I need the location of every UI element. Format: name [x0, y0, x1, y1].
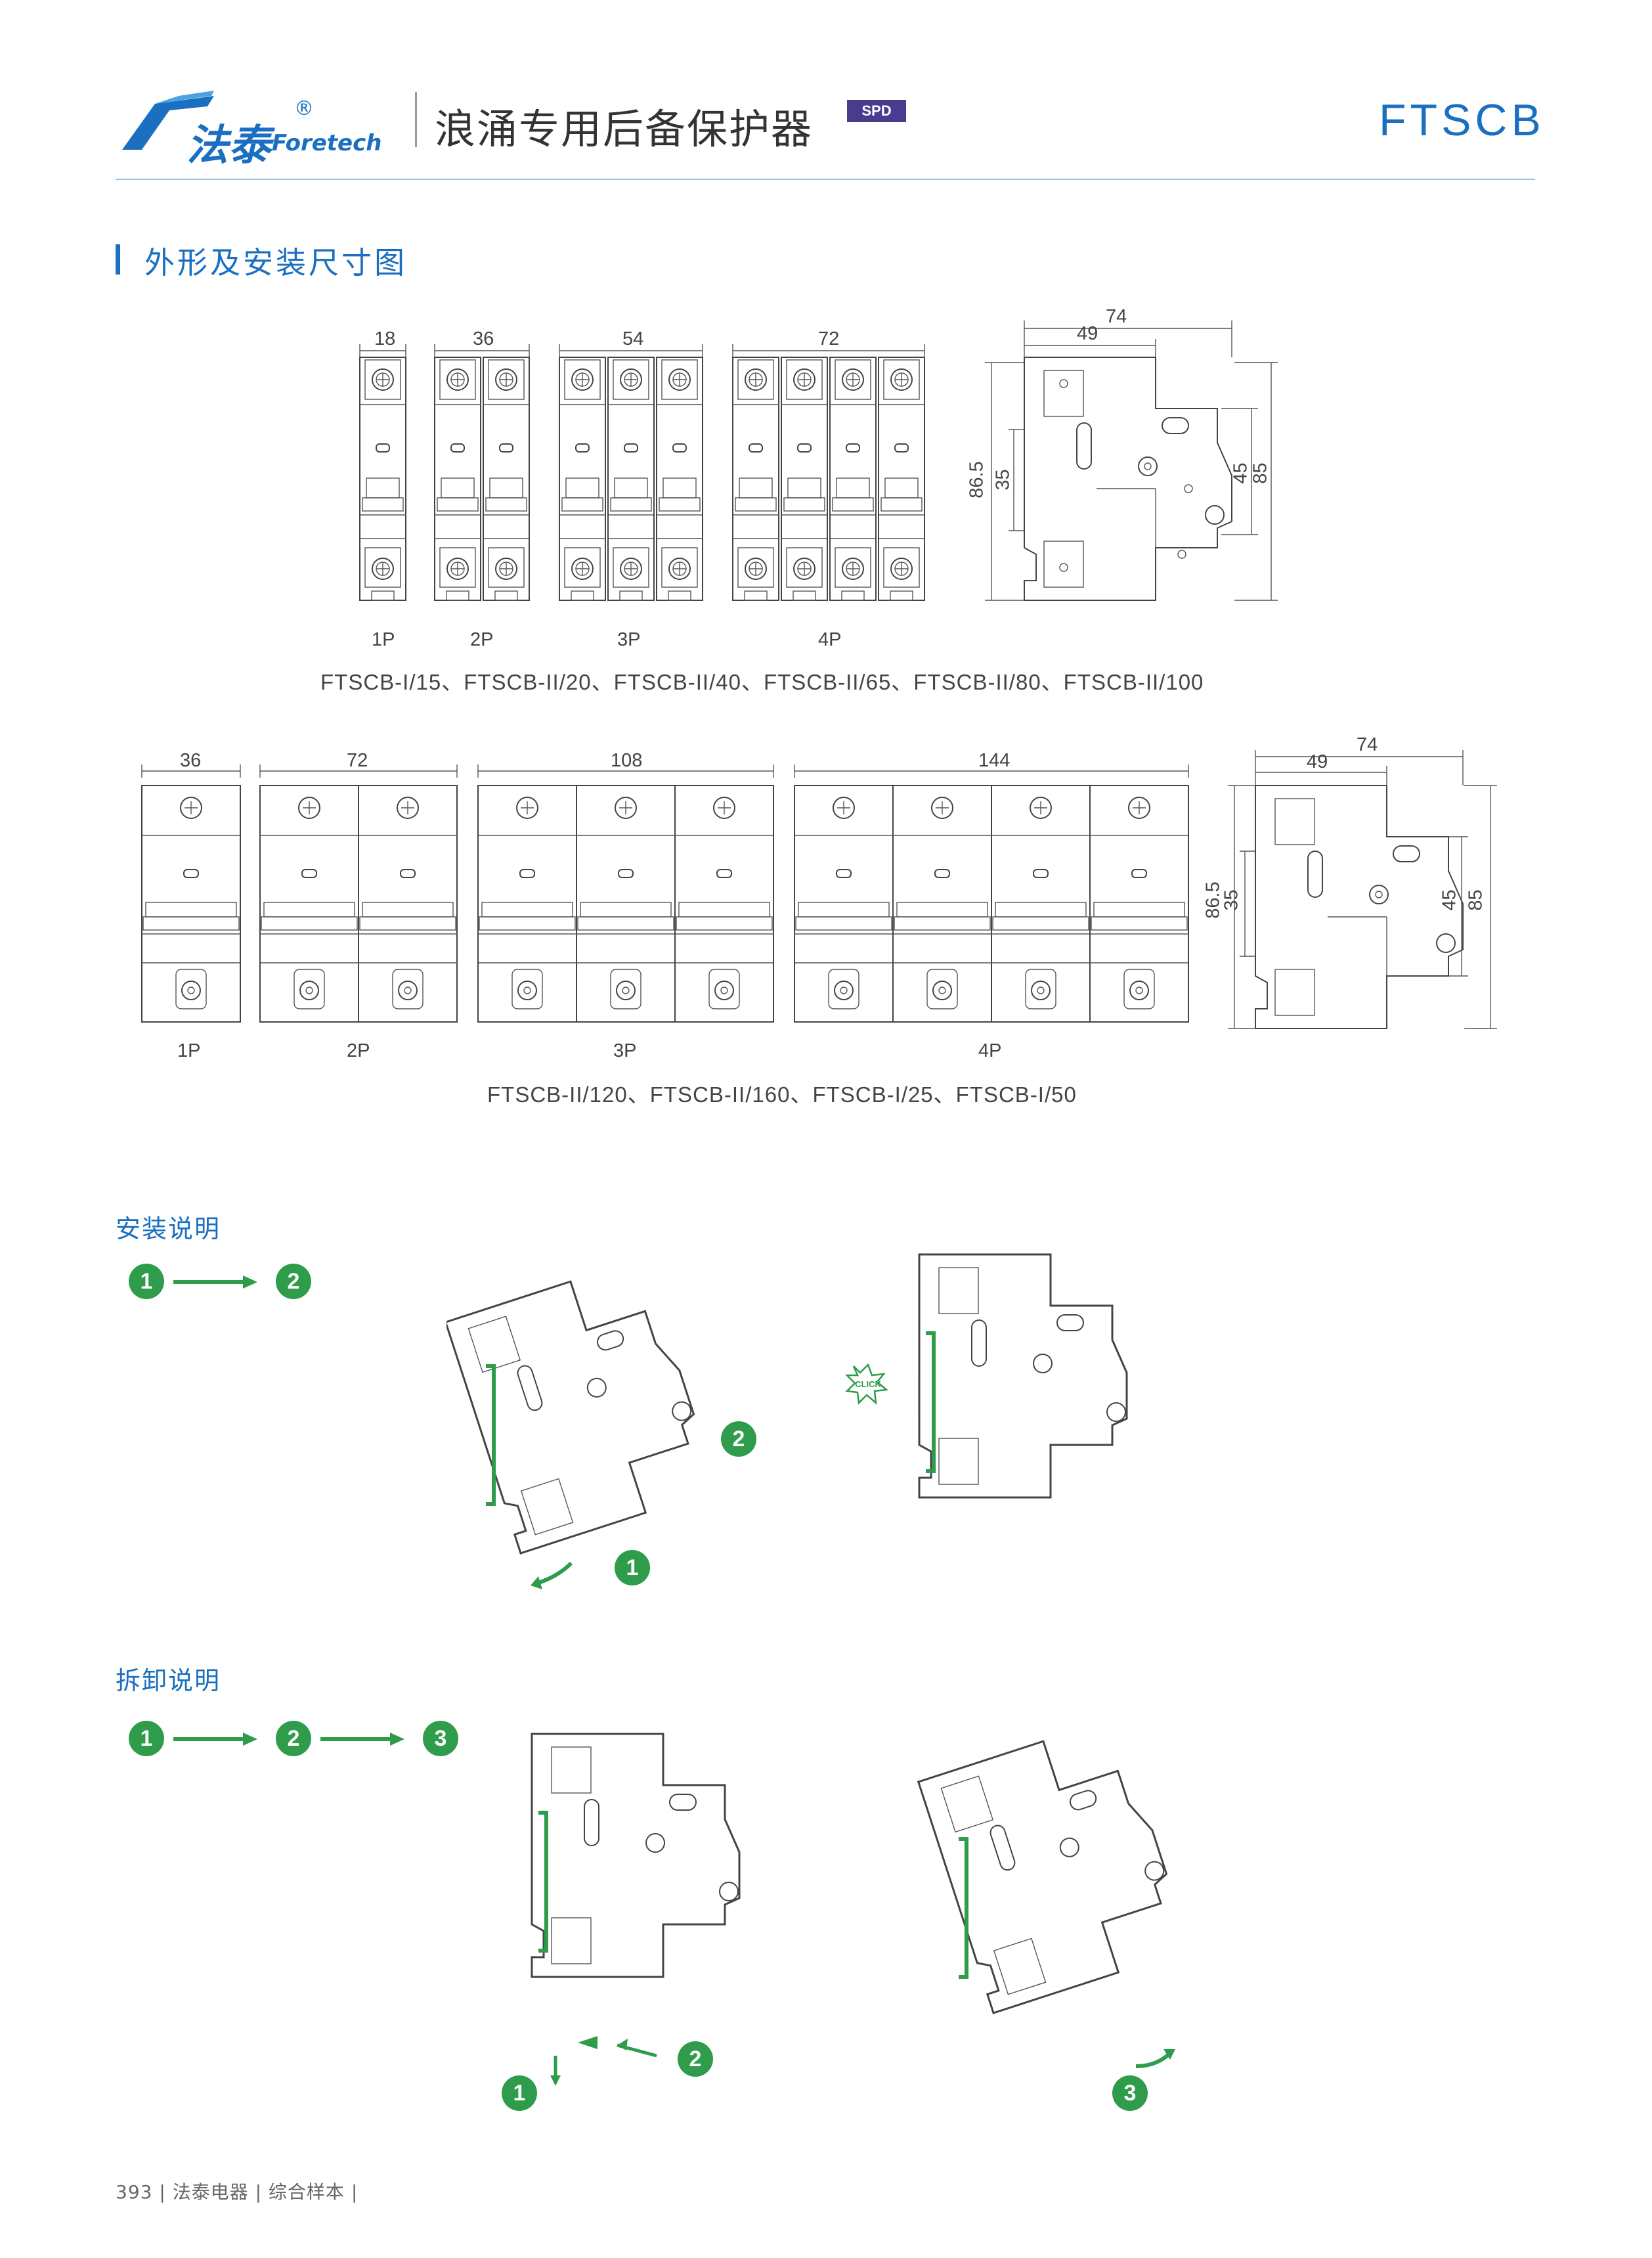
group1-drawing — [359, 321, 1278, 601]
remove-diagram-step-1: 1 — [502, 2075, 537, 2111]
remove-step-3: 3 — [423, 1721, 458, 1756]
install-diagram-step-1: 1 — [615, 1550, 650, 1585]
g2-width-4p: 144 — [978, 750, 1011, 771]
header-divider — [415, 92, 417, 147]
g1-side-35: 35 — [992, 469, 1014, 491]
section-title: 外形及安装尺寸图 — [144, 245, 407, 280]
spd-badge-text: SPD — [861, 102, 892, 119]
install-diagram-tilted — [446, 1280, 695, 1589]
g1-side-85: 85 — [1250, 462, 1271, 484]
g1-width-4p: 72 — [818, 328, 840, 349]
install-diagram-step-2: 2 — [721, 1421, 756, 1457]
g2-side-49: 49 — [1307, 751, 1328, 772]
g1-pole-4p: 4P — [818, 629, 842, 650]
remove-diagram-step-2: 2 — [678, 2041, 713, 2077]
brand-cn: 法泰 — [186, 122, 271, 170]
remove-diagram-release — [531, 1733, 741, 2086]
g1-width-2p: 36 — [473, 328, 494, 349]
g1-width-1p: 18 — [374, 328, 396, 349]
g2-side-35: 35 — [1221, 889, 1242, 911]
brand-en: Foretech — [272, 130, 382, 156]
g1-side-45: 45 — [1230, 462, 1251, 484]
g1-pole-2p: 2P — [470, 629, 494, 650]
section-marker — [116, 244, 120, 275]
g2-width-2p: 72 — [347, 750, 368, 771]
header-rule — [116, 179, 1535, 180]
install-step-1: 1 — [129, 1264, 164, 1299]
install-diagram-seated: CLICK — [844, 1253, 1128, 1499]
arrow-right-icon — [320, 1733, 404, 1746]
page-title: 浪涌专用后备保护器 — [435, 105, 814, 153]
g2-side-45: 45 — [1439, 889, 1460, 911]
g1-side-74: 74 — [1106, 306, 1127, 327]
page-footer: 393 | 法泰电器 | 综合样本 | — [116, 2181, 359, 2203]
registered-mark: ® — [294, 97, 314, 120]
g1-side-49: 49 — [1077, 323, 1098, 344]
g2-pole-4p: 4P — [978, 1040, 1002, 1061]
g1-width-3p: 54 — [622, 328, 644, 349]
remove-diagram-tilt — [917, 1740, 1175, 2068]
brand-logo: 法泰 Foretech ® — [116, 84, 391, 170]
remove-title: 拆卸说明 — [116, 1666, 221, 1695]
spd-badge: SPD — [847, 100, 906, 122]
g1-side-865: 86.5 — [966, 461, 988, 498]
logo-swoosh-icon — [122, 91, 214, 150]
g1-pole-3p: 3P — [617, 629, 641, 650]
install-step-2: 2 — [276, 1264, 311, 1299]
remove-step-1: 1 — [129, 1721, 164, 1756]
g2-caption: FTSCB-II/120、FTSCB-II/160、FTSCB-I/25、FTS… — [487, 1082, 1077, 1107]
remove-step-2: 2 — [276, 1721, 311, 1756]
g2-side-74: 74 — [1357, 734, 1378, 755]
g2-side-85: 85 — [1465, 889, 1487, 911]
arrow-right-icon — [173, 1733, 257, 1746]
g2-width-1p: 36 — [180, 750, 202, 771]
g2-pole-3p: 3P — [613, 1040, 637, 1061]
arrow-right-icon — [173, 1275, 257, 1289]
click-label: CLICK — [855, 1379, 881, 1389]
g1-pole-1p: 1P — [372, 629, 395, 650]
g2-width-3p: 108 — [611, 750, 643, 771]
g1-caption: FTSCB-I/15、FTSCB-II/20、FTSCB-II/40、FTSCB… — [320, 670, 1204, 694]
remove-diagram-step-3: 3 — [1112, 2075, 1148, 2111]
group2-drawing — [141, 750, 1497, 1029]
g2-pole-1p: 1P — [177, 1040, 201, 1061]
install-title: 安装说明 — [116, 1214, 221, 1243]
model-code: FTSCB — [1379, 95, 1545, 145]
g2-pole-2p: 2P — [347, 1040, 370, 1061]
